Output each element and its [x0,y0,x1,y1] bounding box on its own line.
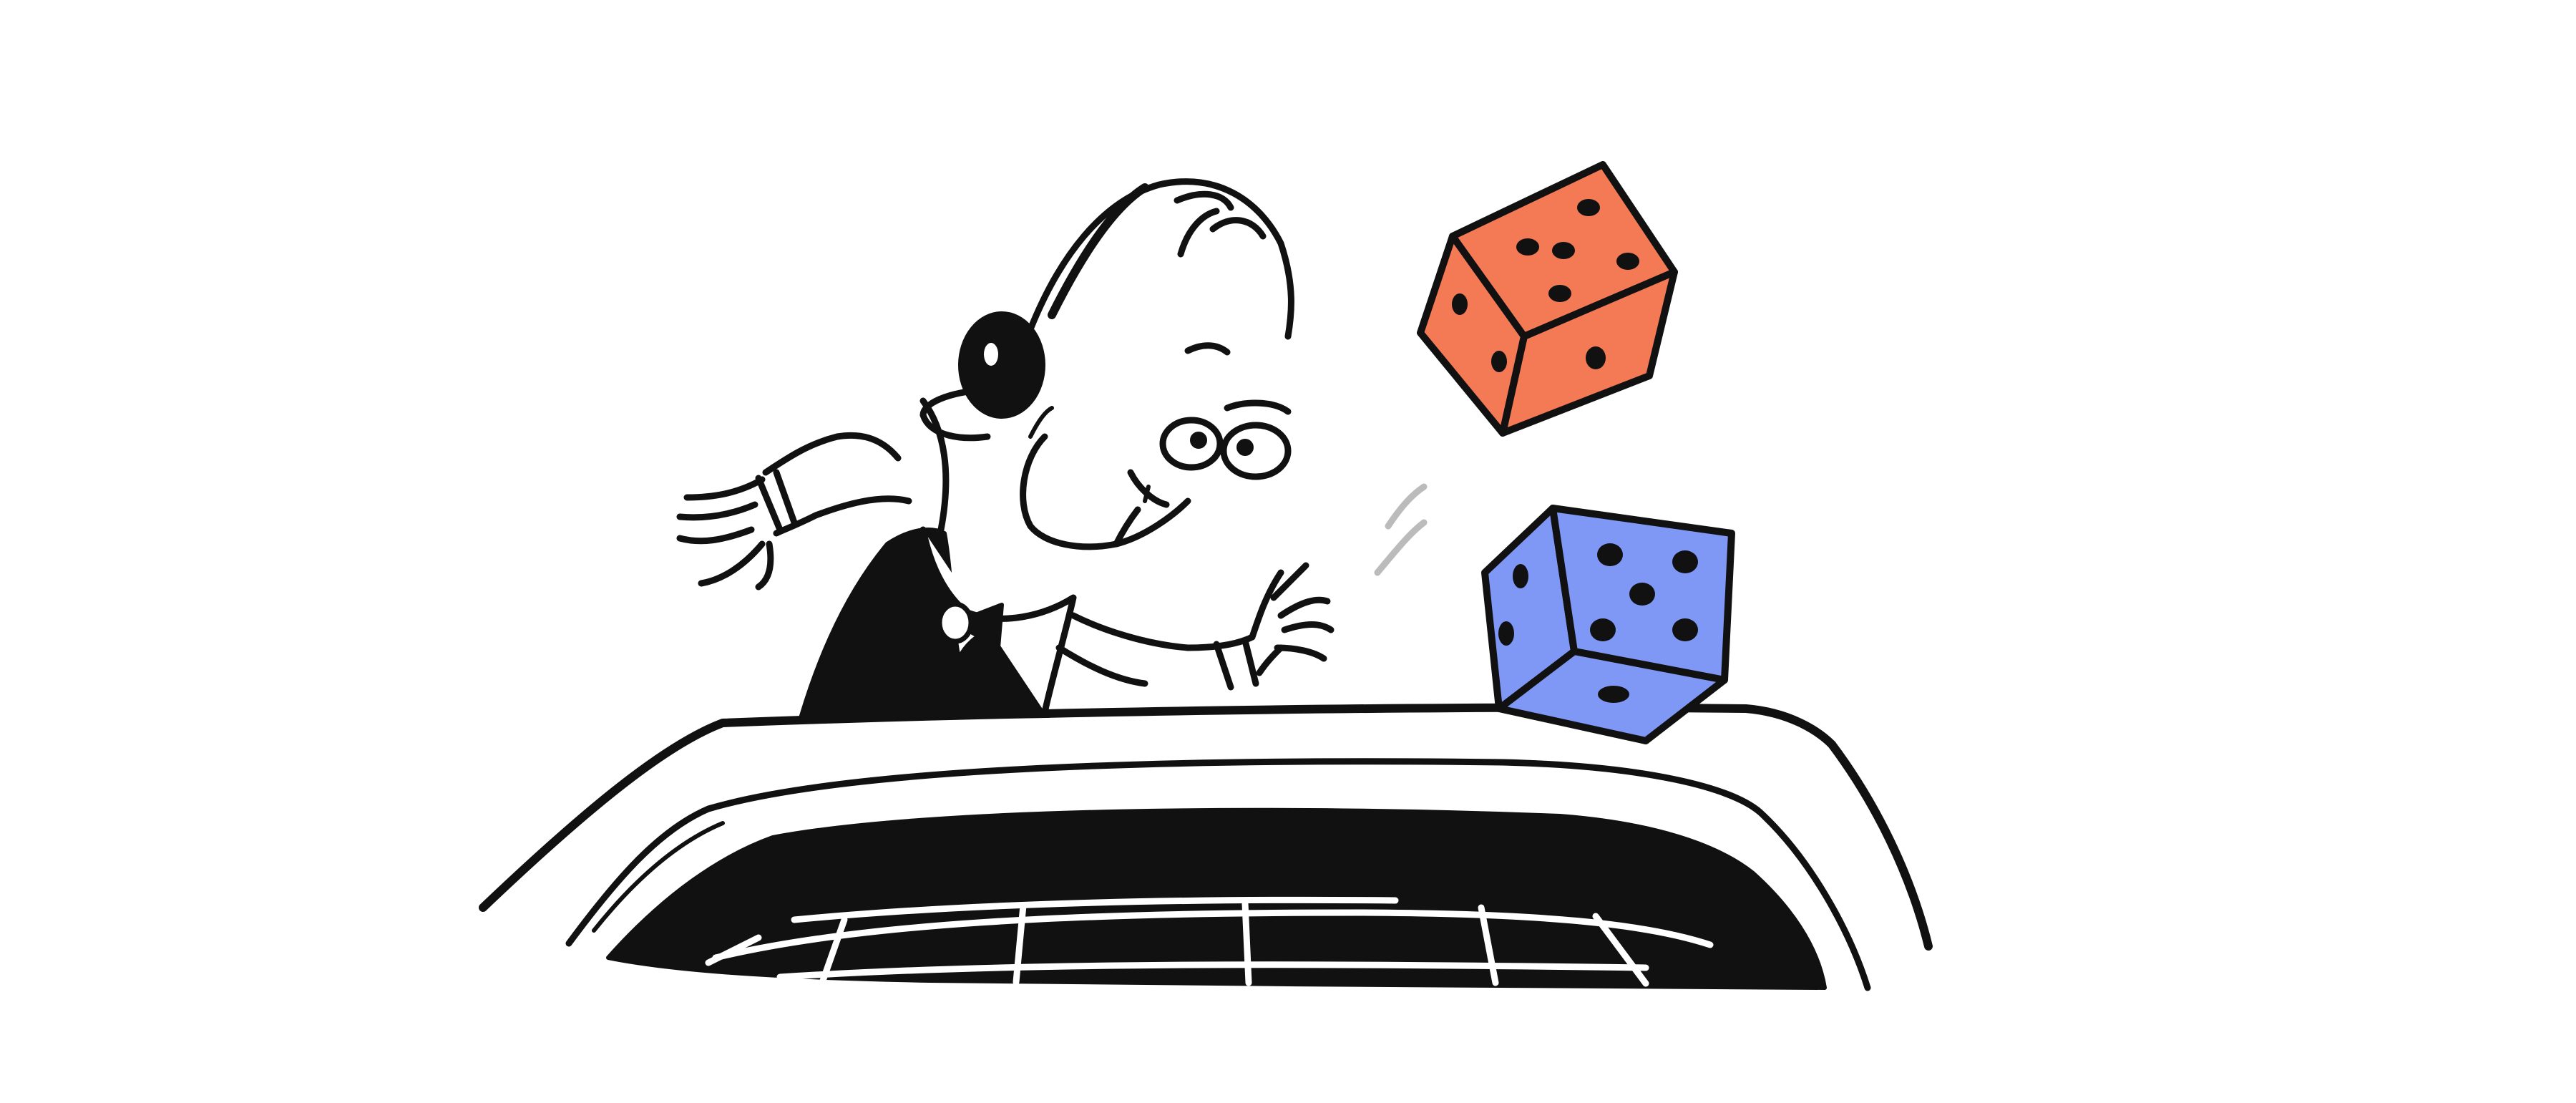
left-arm [762,432,902,476]
headphone-band [1048,183,1149,319]
back-line [919,397,950,533]
right-cuff [1213,637,1259,691]
motion-lines [1374,483,1428,576]
red-die-pips-left [1452,293,1507,372]
hair-3 [1209,217,1267,240]
right-eye [1220,422,1292,480]
table [479,703,1933,991]
red-die-pips-top [1516,199,1639,302]
eyebrow-upper [1184,342,1231,356]
left-pupil [1190,432,1207,449]
blue-die-pips-left [1498,564,1528,646]
left-arm-lower [773,495,912,537]
blue-die-pips-front [1590,543,1698,641]
hair-2 [1177,208,1220,258]
face-outline [1020,433,1191,550]
bow-tie [917,599,1004,650]
table-rail-highlight [592,821,725,933]
ear [919,387,991,442]
red-die [1417,161,1678,437]
table-inner-rail [565,758,1871,991]
right-sleeve [1070,612,1256,651]
eyebrow-lower [1224,399,1292,415]
jaw-line [1028,406,1054,439]
head-outline [1027,178,1294,340]
red-die-pips-right [1586,346,1606,369]
blue-die-pips-bottom [1598,686,1629,703]
cheek-line [1143,485,1151,503]
chin [1113,506,1141,548]
left-cuff [755,469,798,533]
right-sleeve-lower [1055,644,1148,687]
table-grid [705,896,1714,987]
dice-thrower [676,178,1335,719]
blue-die [1481,505,1735,744]
headphone-cup [958,311,1045,419]
right-hand [1249,562,1335,676]
left-hand [676,476,774,591]
right-pupil [1236,439,1254,456]
table-outer-rail [479,703,1933,951]
hair-1 [1174,190,1234,211]
